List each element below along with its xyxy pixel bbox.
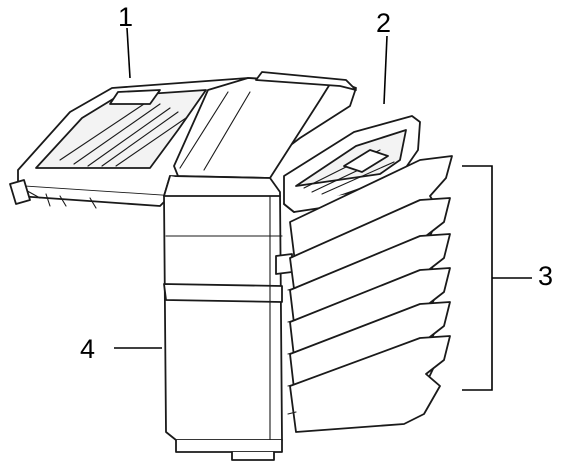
callout-3: 3 xyxy=(538,261,554,291)
callout-4: 4 xyxy=(80,334,96,364)
callout-2: 2 xyxy=(376,8,392,38)
leader-1 xyxy=(126,27,131,79)
callout-1: 1 xyxy=(118,2,134,32)
bracket-3 xyxy=(462,165,532,391)
upper-tray xyxy=(283,115,421,213)
leader-2 xyxy=(383,35,388,105)
leader-lines xyxy=(114,27,532,391)
top-cover xyxy=(173,71,357,179)
finisher-body xyxy=(163,175,293,461)
mailbox-bins xyxy=(287,155,453,433)
